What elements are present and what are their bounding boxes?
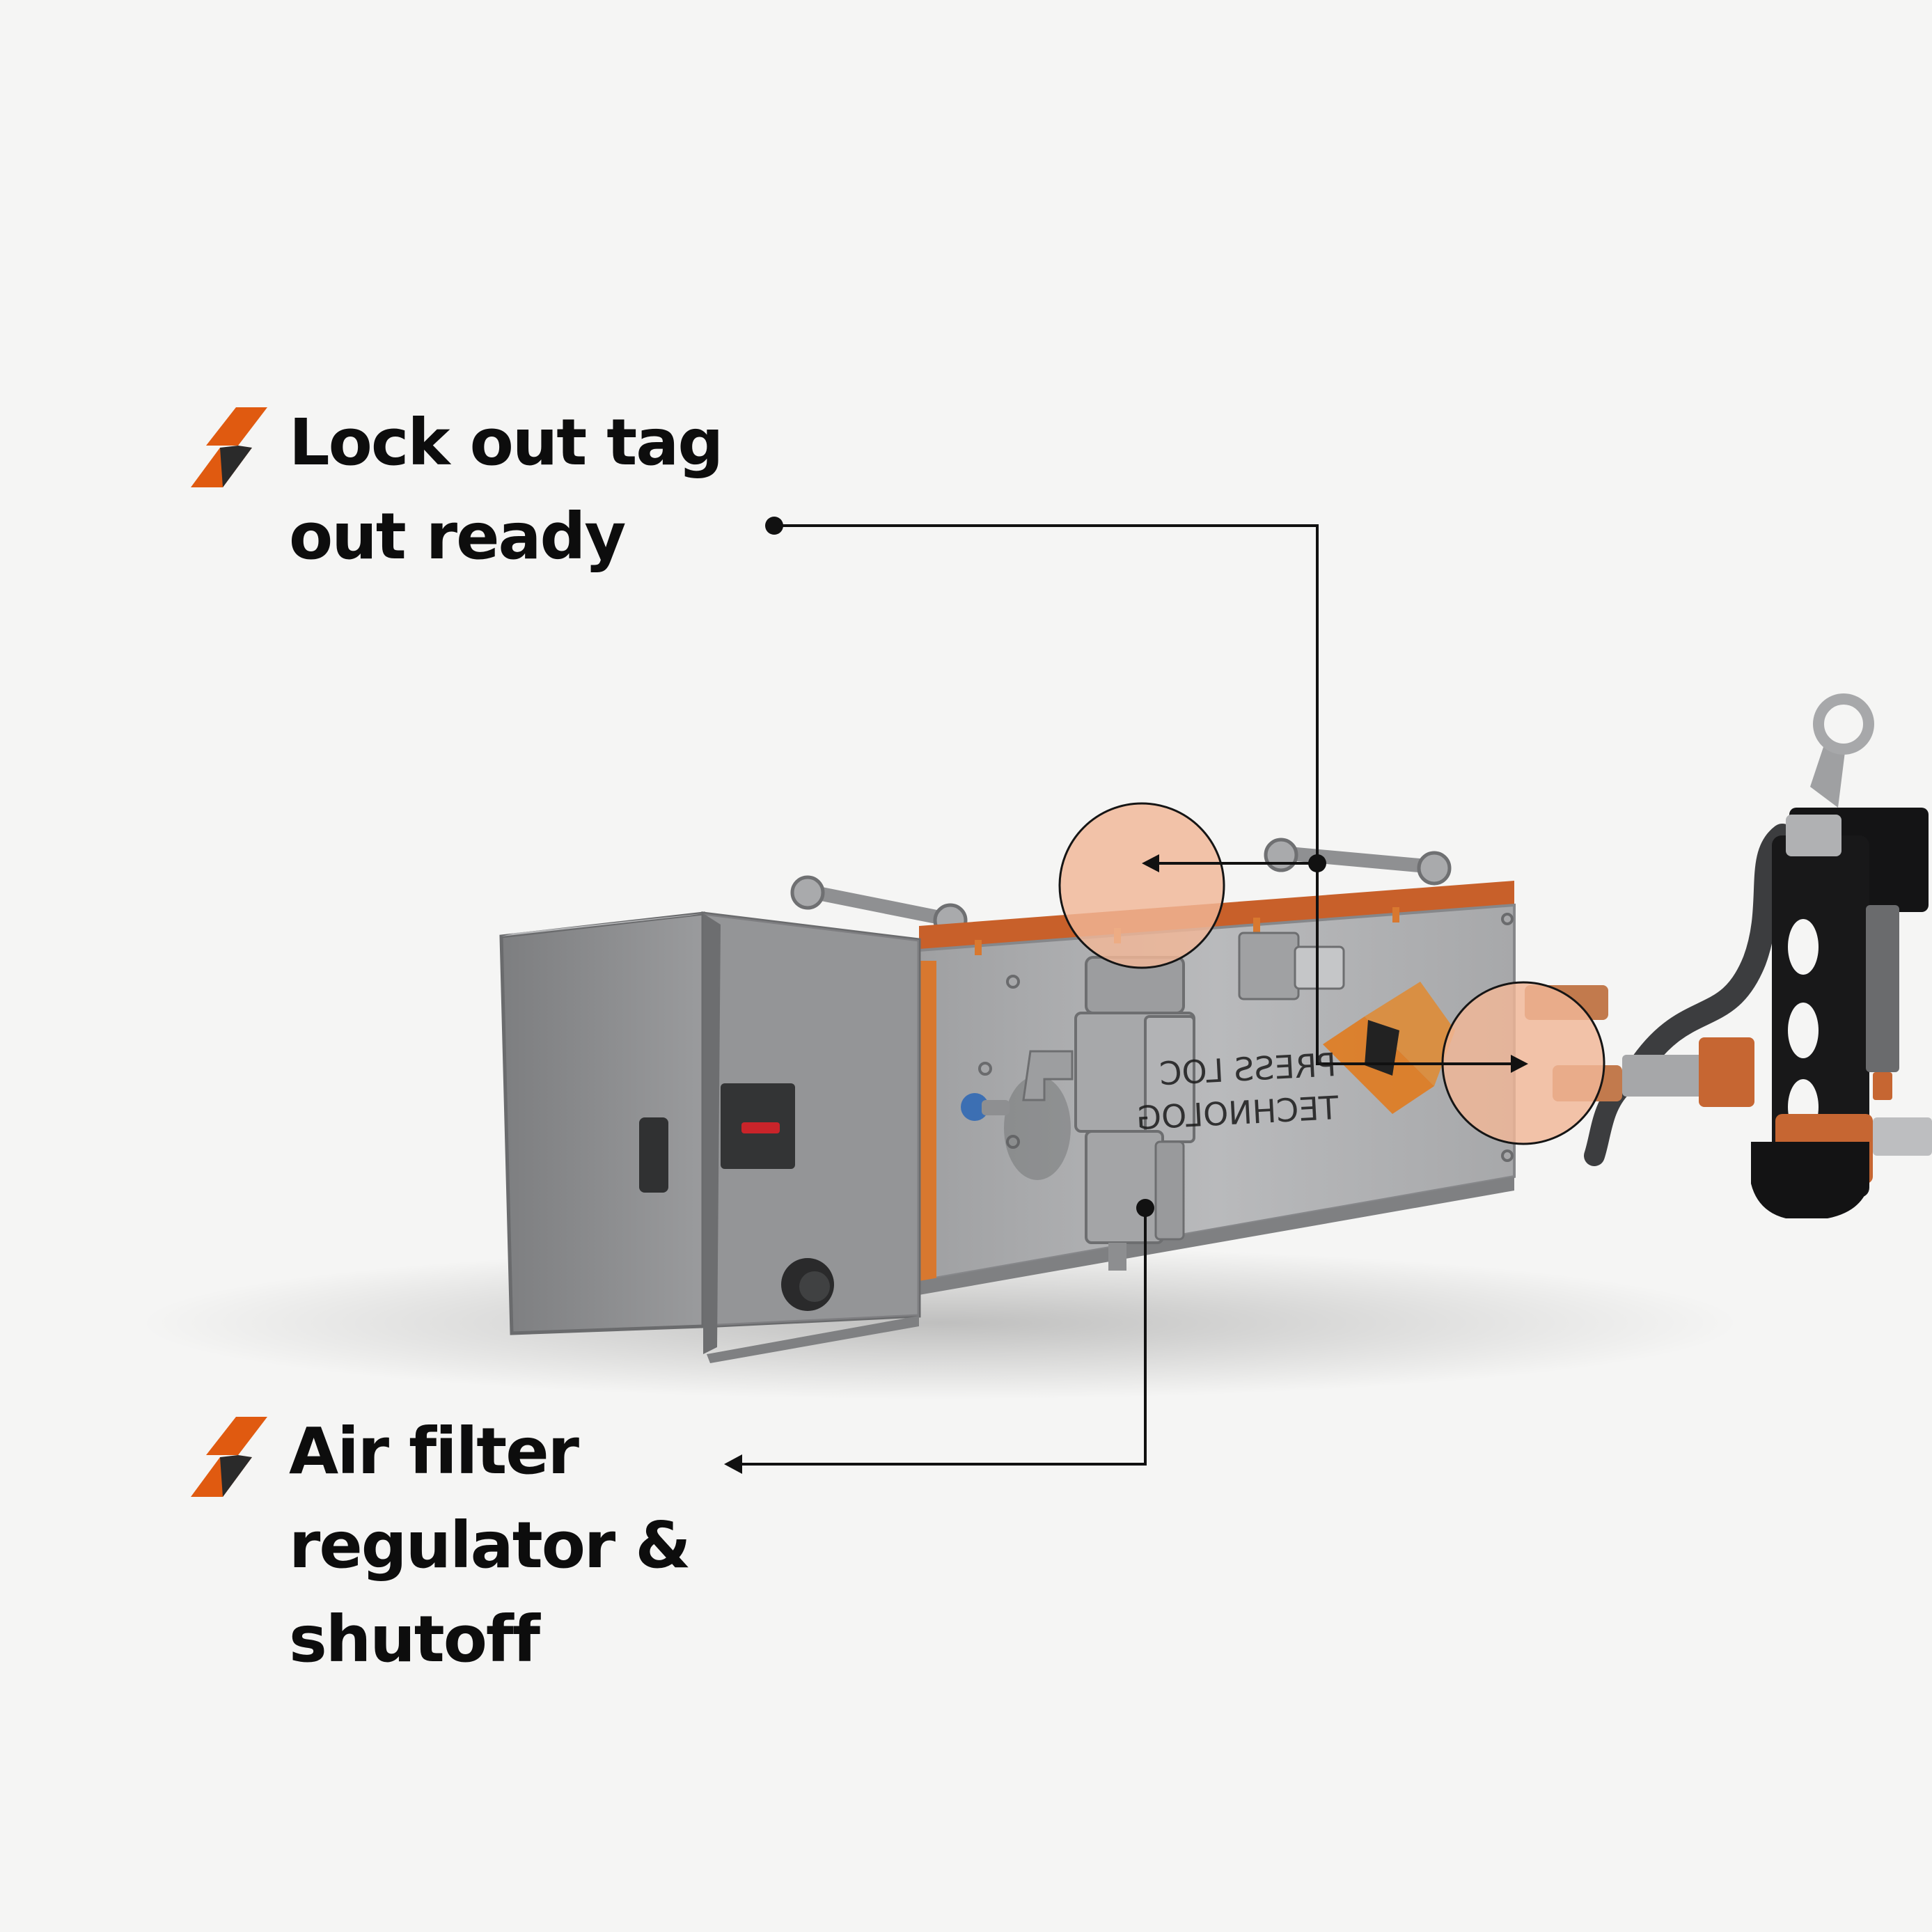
callout-airfilter-line-1: Air filter: [289, 1414, 579, 1489]
airfilter-leader-line: [738, 1208, 1147, 1466]
airfilter-leader-dot: [1136, 1199, 1154, 1217]
press-tool: [1751, 693, 1932, 1218]
top-rails: [801, 846, 1441, 926]
electrical-enclosure: [499, 911, 921, 1363]
air-filter-regulator: [1022, 932, 1345, 1271]
callout-lockout-label: Lock out tag out ready: [289, 395, 723, 583]
brand-diamond-icon: [191, 407, 267, 487]
callout-lockout-line-1: Lock out tag: [289, 405, 723, 480]
enclosure-latch: [639, 1117, 668, 1193]
lockout-leader-dots: [765, 517, 1326, 872]
product-marking-line-1: PRESS LOC: [1159, 1046, 1337, 1092]
lockout-highlight-circle: [1058, 802, 1225, 969]
lockout-arrowheads: [1142, 854, 1528, 1073]
blue-valve-icon: [961, 1093, 1010, 1121]
callout-lockout-line-2: out ready: [289, 499, 626, 574]
air-hose: [1624, 824, 1794, 1084]
pneumatic-housing: [918, 881, 1516, 1295]
brand-diamond-icon: [191, 1417, 267, 1497]
callout-airfilter-line-2: regulator &: [289, 1508, 691, 1582]
lockout-leader-line: [774, 524, 1514, 1065]
callout-airfilter-label: Air filter regulator & shutoff: [289, 1404, 691, 1686]
callout-airfilter-line-3: shutoff: [289, 1602, 540, 1676]
airfilter-arrowhead: [724, 1454, 742, 1474]
